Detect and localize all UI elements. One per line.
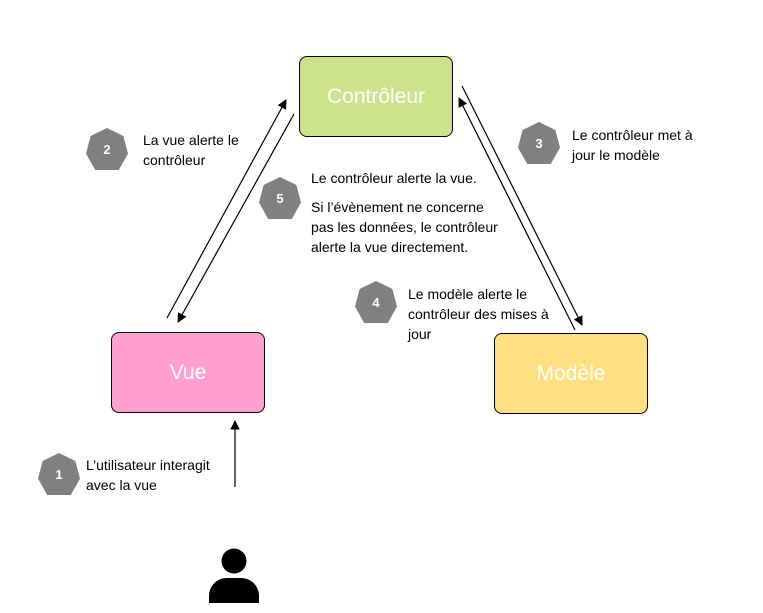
step-4-line-3: jour: [408, 326, 432, 342]
step-2-badge: 2: [86, 128, 128, 170]
user-icon: [209, 548, 259, 603]
step-5-number: 5: [276, 190, 284, 206]
step-4-line-2: contrôleur des mises à: [408, 306, 549, 322]
controleur-label: Contrôleur: [326, 84, 426, 108]
step-4-badge: 4: [355, 281, 397, 323]
step-5-badge: 5: [259, 177, 301, 219]
step-5-title: Le contrôleur alerte la vue.: [311, 170, 477, 186]
modele-box: Modèle: [494, 333, 648, 414]
vue-label: Vue: [169, 360, 207, 384]
step-2-text: La vue alerte le contrôleur: [143, 130, 239, 170]
step-4-number: 4: [372, 294, 380, 310]
step-5-line-1: Si l’évènement ne concerne: [311, 199, 484, 215]
step-3-number: 3: [535, 135, 543, 151]
step-5-line-3: alerte la vue directement.: [311, 239, 469, 255]
vue-box: Vue: [111, 332, 265, 413]
step-1-number: 1: [55, 466, 63, 482]
step-5-text: Le contrôleur alerte la vue. Si l’évènem…: [311, 168, 498, 257]
step-1-text: L’utilisateur interagit avec la vue: [86, 455, 210, 495]
step-2-line-2: contrôleur: [143, 152, 206, 168]
step-3-badge: 3: [518, 122, 560, 164]
arrow-controleur-to-vue: [177, 113, 295, 323]
step-4-line-1: Le modèle alerte le: [408, 286, 528, 302]
step-1-line-1: L’utilisateur interagit: [86, 457, 210, 473]
modele-label: Modèle: [536, 361, 606, 385]
step-3-line-2: jour le modèle: [572, 147, 660, 163]
arrow-modele-to-controleur: [458, 97, 576, 331]
step-2-number: 2: [103, 141, 111, 157]
controleur-box: Contrôleur: [299, 56, 453, 137]
step-1-badge: 1: [38, 453, 80, 495]
step-5-line-2: pas les données, le contrôleur: [311, 219, 498, 235]
step-4-text: Le modèle alerte le contrôleur des mises…: [408, 284, 549, 344]
arrow-vue-to-controleur: [166, 99, 287, 319]
step-2-line-1: La vue alerte le: [143, 132, 239, 148]
step-3-line-1: Le contrôleur met à: [572, 127, 693, 143]
step-3-text: Le contrôleur met à jour le modèle: [572, 125, 693, 165]
arrow-controleur-to-modele: [461, 85, 583, 326]
step-1-line-2: avec la vue: [86, 477, 157, 493]
